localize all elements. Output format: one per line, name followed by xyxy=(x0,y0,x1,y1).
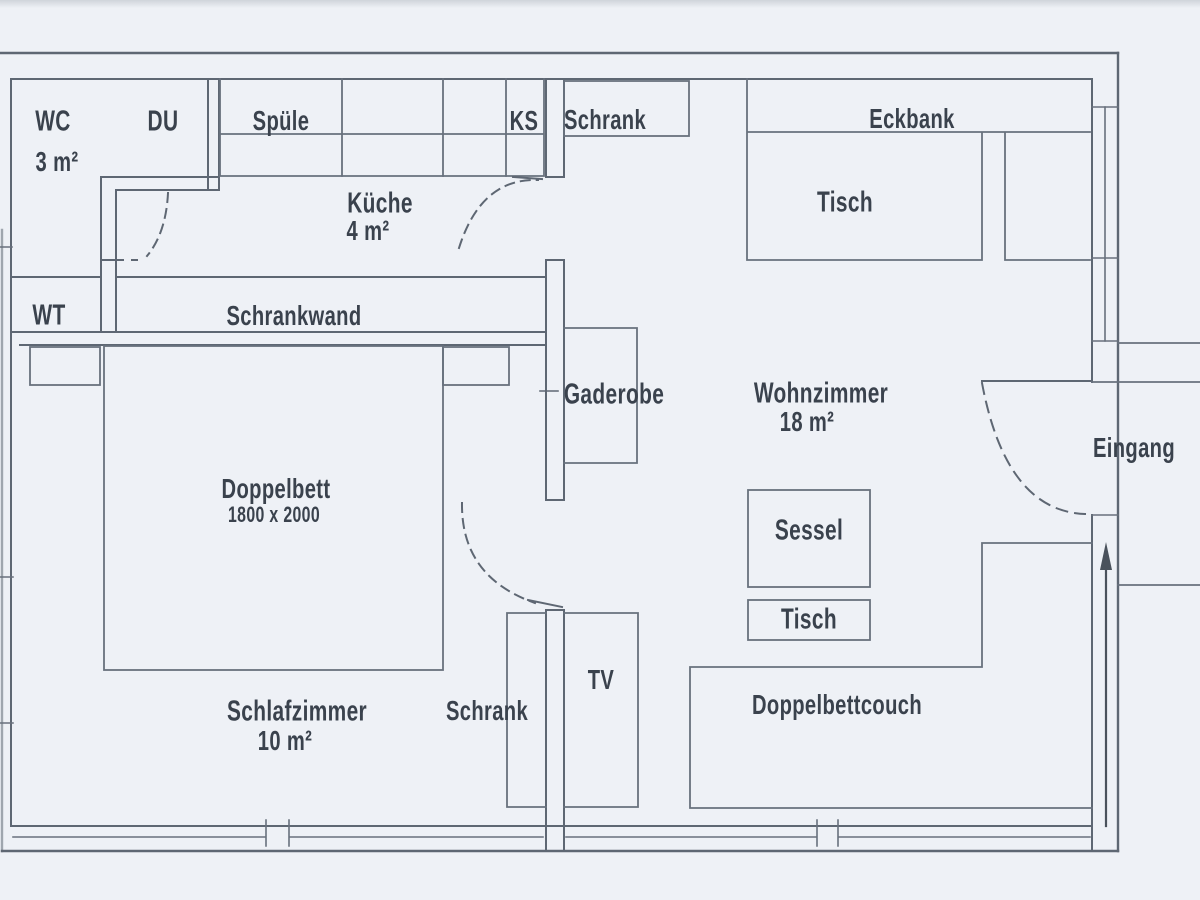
gaderobe-outline xyxy=(563,327,638,464)
label-schlafzimmer: Schlafzimmer xyxy=(226,695,368,728)
label-doppelbett: Doppelbett xyxy=(221,473,331,504)
label-eckbank: Eckbank xyxy=(869,103,955,134)
label-tisch-dining: Tisch xyxy=(817,186,873,219)
nightstand-right-outline xyxy=(442,346,510,386)
label-bett-dim: 1800 x 2000 xyxy=(227,502,321,527)
label-doppelbettcouch: Doppelbettcouch xyxy=(751,689,923,720)
label-du: DU xyxy=(147,105,179,138)
label-spuele: Spüle xyxy=(252,105,310,136)
bed-outline xyxy=(103,345,444,671)
label-wt: WT xyxy=(32,299,66,332)
eckbank-outline xyxy=(746,78,1091,261)
door-swings xyxy=(102,175,1091,609)
kitchen-door xyxy=(457,175,544,250)
label-gaderobe: Gaderobe xyxy=(563,378,665,411)
hall-schrank-outline xyxy=(563,80,690,137)
label-schrankwand: Schrankwand xyxy=(226,300,362,331)
label-wohnzimmer: Wohnzimmer xyxy=(753,377,889,410)
outer-walls xyxy=(0,51,1120,853)
label-ks: KS xyxy=(509,105,539,136)
couch-outline xyxy=(689,542,1093,809)
inner-walls xyxy=(10,78,1093,852)
label-bedroom-schrank: Schrank xyxy=(445,695,529,726)
nightstand-left-outline xyxy=(29,346,101,386)
kitchen-counter xyxy=(219,78,545,177)
sessel-outline xyxy=(747,489,871,588)
label-wohnzimmer-area: 18 m² xyxy=(779,406,835,437)
exterior-lines xyxy=(1091,342,1200,586)
label-tisch-small: Tisch xyxy=(781,603,837,636)
tv-outline xyxy=(563,612,639,808)
label-tv: TV xyxy=(587,664,615,695)
label-wc-area: 3 m² xyxy=(35,146,79,177)
label-kueche-area: 4 m² xyxy=(346,215,390,246)
label-kueche: Küche xyxy=(347,187,413,220)
furniture xyxy=(29,78,1093,809)
bedroom-schrank-outline xyxy=(506,612,547,808)
label-eingang: Eingang xyxy=(1092,432,1176,463)
entrance-door xyxy=(980,380,1091,516)
label-schlafzimmer-area: 10 m² xyxy=(257,725,313,756)
windows xyxy=(0,106,1119,847)
label-sessel: Sessel xyxy=(774,514,844,547)
tisch-small-outline xyxy=(747,599,871,641)
label-hall-schrank: Schrank xyxy=(563,104,647,135)
label-wc: WC xyxy=(35,105,71,138)
bedroom-door xyxy=(460,501,564,609)
bathroom-door xyxy=(102,191,170,261)
entrance-arrow xyxy=(1100,542,1112,828)
